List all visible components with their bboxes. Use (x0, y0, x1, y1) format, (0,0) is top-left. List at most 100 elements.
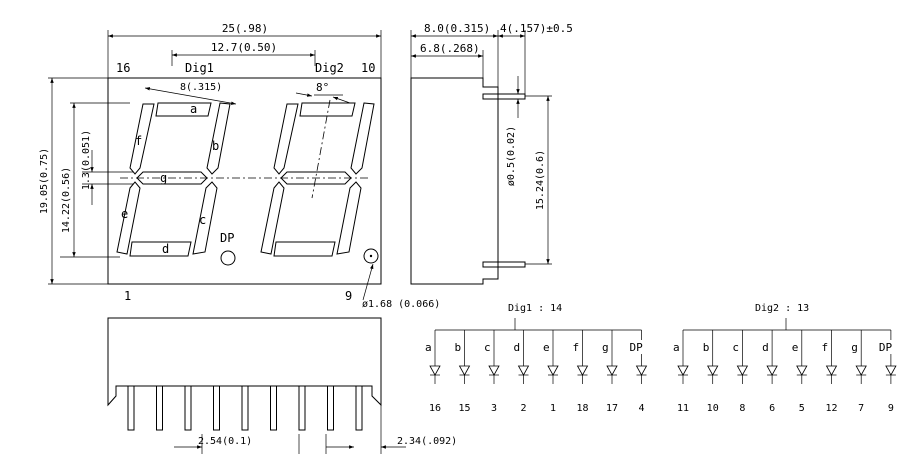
diode-symbol (736, 365, 749, 376)
digit1: a b c d e f g DP (116, 102, 236, 266)
diode-symbol (635, 365, 648, 376)
depth-dimension: 8.0(0.315) (424, 22, 490, 35)
bottom-pin (270, 385, 277, 431)
side-body-outline (410, 77, 499, 285)
label-background (422, 340, 432, 354)
bottom-body-outline (107, 317, 382, 407)
dp-diameter-leader (362, 263, 374, 301)
label-a: a (190, 102, 197, 116)
digit2-segment-b (350, 102, 375, 175)
dp-diameter-dimension: ø1.68 (0.066) (362, 299, 440, 310)
pin-number: 4 (638, 403, 644, 414)
bottom-pin (127, 385, 135, 431)
slant-arrow-left (295, 92, 313, 97)
label-c: c (199, 213, 206, 227)
label-e: e (121, 207, 128, 221)
led-channel: e1 (540, 330, 559, 414)
led-channel: b15 (451, 330, 471, 414)
digit2-segment-a (299, 102, 356, 117)
digit2-segment-d (273, 241, 336, 257)
diode-symbol (429, 365, 441, 376)
row-spacing-dimension: 15.24(0.6) (535, 150, 546, 210)
diode-symbol (707, 365, 719, 376)
pin-pitch-dimension: 2.54(0.1) (198, 436, 252, 447)
label-background (451, 340, 462, 354)
segment-label: a (425, 341, 432, 354)
segment-label: c (732, 341, 739, 354)
diode-symbol (825, 365, 838, 376)
led-channel: g17 (599, 330, 618, 414)
digit1-decimal-point (220, 250, 236, 266)
digit2-decimal-point-center (369, 254, 373, 258)
segment-label: b (455, 341, 462, 354)
led-channel: DP9 (877, 330, 902, 414)
bottom-pin (241, 385, 249, 431)
digit1-segment-a (155, 102, 212, 117)
diode-symbol (576, 365, 589, 376)
label-background (569, 340, 580, 354)
pin-diameter-dimension: ø0.5(0.02) (506, 126, 517, 186)
digit1-segment-f (129, 103, 155, 175)
front-body-outline (107, 77, 382, 285)
diode-symbol (517, 365, 530, 376)
bottom-pin (327, 385, 334, 431)
digit-pitch-dimension: 12.7(0.50) (211, 41, 277, 54)
height-dimension: 19.05(0.75) (39, 148, 50, 214)
pin-number: 5 (799, 403, 805, 414)
pin16-corner-label: 16 (116, 61, 130, 75)
bottom-view: 2.54(0.1) 2.34(.092) (107, 317, 457, 454)
label-background (877, 340, 902, 354)
segment-length-dimension-line (144, 87, 237, 105)
pin-number: 8 (739, 403, 745, 414)
diode-symbol (855, 365, 867, 376)
label-background (540, 340, 550, 354)
pin-number: 6 (769, 403, 775, 414)
body-depth-dimension: 6.8(.268) (420, 42, 480, 55)
led-channel: a16 (422, 330, 441, 414)
label-background (729, 340, 740, 354)
pin-number: 1 (550, 403, 556, 414)
segment-label: f (573, 341, 580, 354)
label-dp: DP (220, 231, 234, 245)
pin-number: 3 (491, 403, 497, 414)
label-background (599, 340, 609, 354)
segment-label: c (484, 341, 491, 354)
front-view: 25(.98) 12.7(0.50) 16 Dig1 Dig2 10 8(.31… (39, 22, 440, 310)
segment-label: f (822, 341, 829, 354)
bottom-pin (213, 385, 220, 431)
label-background (759, 340, 770, 354)
label-b: b (212, 139, 219, 153)
bottom-pins (127, 385, 363, 431)
edge-dimension: 2.34(.092) (397, 436, 457, 447)
pin-number: 10 (707, 403, 719, 414)
slant-angle-dimension: 8° (316, 81, 329, 94)
label-background (848, 340, 859, 354)
led-channel: f 12 (818, 330, 838, 414)
diode-symbol (547, 365, 559, 376)
width-dimension: 25(.98) (222, 22, 268, 35)
led-channel: f 18 (569, 330, 589, 414)
side-view: 8.0(0.315) 4(.157)±0.5 6.8(.268) ø0.5(0.… (410, 22, 573, 285)
pin-number: 18 (576, 403, 588, 414)
digit1-segment-c (192, 181, 218, 255)
digit2-segment-f (273, 103, 299, 175)
pin-number: 17 (606, 403, 618, 414)
pin-number: 2 (520, 403, 526, 414)
label-d: d (162, 242, 169, 256)
label-background (510, 340, 521, 354)
led-channel: d2 (510, 330, 530, 414)
pin-number: 12 (825, 403, 837, 414)
digit2 (260, 102, 379, 264)
segment-label: DP (879, 341, 893, 354)
label-background (699, 340, 710, 354)
pin-length-dimension: 4(.157)±0.5 (500, 22, 573, 35)
segment-width-dimension: 1.3(0.051) (81, 130, 92, 190)
led-channel: c3 (481, 330, 500, 414)
diode-symbol (766, 365, 778, 376)
side-bottom-pin (482, 261, 526, 268)
slant-arrow-right (332, 96, 351, 104)
